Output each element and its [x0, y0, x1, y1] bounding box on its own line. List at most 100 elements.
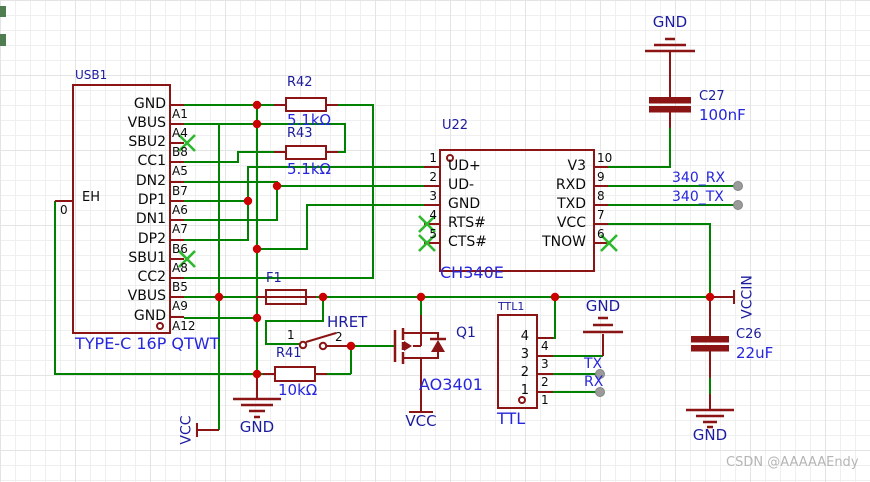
net-label-340tx[interactable]: 340_TX	[672, 189, 724, 205]
hret-label[interactable]: HRET	[327, 313, 368, 331]
ttl-pin-num: 2	[541, 375, 549, 389]
f1-ref[interactable]: F1	[266, 271, 282, 286]
ttl-pin-num: 3	[541, 357, 549, 371]
u22-pin-num: 2	[429, 170, 437, 184]
r41-ref[interactable]: R41	[276, 346, 302, 361]
u22-pin-num: 9	[597, 170, 605, 184]
gnd-top-symbol[interactable]	[645, 37, 695, 53]
vccin-label[interactable]: VCCIN	[739, 275, 756, 319]
wire-v3-c27[interactable]	[608, 128, 671, 168]
c27-ref[interactable]: C27	[699, 89, 725, 104]
u22-pin-name: VCC	[556, 215, 586, 231]
usb-pin-name: DP1	[137, 192, 166, 208]
u22-pin-num: 7	[597, 208, 605, 222]
usb-pin-num: B6	[172, 242, 188, 256]
usb-pin-name: SBU1	[128, 250, 166, 266]
u22-pin-name: UD+	[448, 158, 481, 174]
usb-pin-name: SBU2	[128, 134, 166, 150]
q1-value[interactable]: AO3401	[419, 375, 483, 394]
u22-pin-name: CTS#	[448, 234, 487, 250]
u22-pin-name: V3	[567, 158, 586, 174]
vcc-q1-label[interactable]: VCC	[405, 412, 437, 430]
gnd-right-label[interactable]: GND	[692, 426, 728, 444]
usb-pin-num: A12	[172, 319, 196, 333]
gnd-ttl-symbol[interactable]	[583, 316, 623, 356]
nc-icon-cts	[418, 234, 436, 252]
gnd-left-label[interactable]: GND	[239, 418, 275, 436]
vcc-left-port-symbol[interactable]	[196, 423, 219, 437]
r41-symbol[interactable]	[263, 366, 327, 382]
nc-icon-a8	[178, 250, 196, 268]
u22-pin-num: 8	[597, 189, 605, 203]
wire-shield-eh[interactable]	[54, 201, 257, 375]
u22-pin-name: TNOW	[542, 234, 586, 250]
u22-value[interactable]: CH340E	[440, 263, 504, 282]
usb1-symbol[interactable]	[55, 84, 184, 334]
u22-pin-num: 3	[429, 189, 437, 203]
usb1-ref[interactable]: USB1	[75, 68, 108, 82]
mosfet-arrow	[404, 341, 412, 351]
symbols-red[interactable]	[55, 37, 735, 437]
wire-cc2-r42[interactable]	[184, 104, 374, 279]
watermark: CSDN @AAAAAEndy	[726, 455, 859, 470]
ttl1-ref[interactable]: TTL1	[498, 300, 525, 313]
c27-value[interactable]: 100nF	[699, 106, 746, 124]
gnd-ttl-label[interactable]: GND	[585, 297, 621, 315]
u22-pin-num: 4	[429, 208, 437, 222]
usb-pin-num: A5	[172, 164, 188, 178]
q1-mosfet-symbol[interactable]	[393, 315, 446, 413]
gnd-top-label[interactable]: GND	[652, 13, 688, 31]
u22-pin-num: 1	[429, 151, 437, 165]
hret-switch-symbol[interactable]	[298, 332, 351, 351]
u22-ref[interactable]: U22	[442, 118, 469, 133]
r43-ref[interactable]: R43	[287, 126, 313, 141]
edge-artifact-icons	[0, 6, 6, 46]
u22-pin-num: 5	[429, 227, 437, 241]
usb1-value[interactable]: TYPE-C 16P QTWT	[75, 334, 220, 353]
usb-pin-num: A4	[172, 126, 188, 140]
gnd-right-symbol[interactable]	[686, 408, 734, 429]
u22-pin-name: RXD	[555, 177, 586, 193]
usb-pin-num: A9	[172, 299, 188, 313]
wires-green[interactable]	[54, 104, 738, 430]
nc-icon-rts	[418, 215, 436, 233]
body-diode	[431, 340, 445, 352]
usb-pin-name: DP2	[137, 231, 166, 247]
c26-value[interactable]: 22uF	[736, 344, 774, 362]
nc-icon-tnow	[600, 234, 618, 252]
ttl1-symbol[interactable]	[497, 314, 553, 409]
net-label-340rx[interactable]: 340_RX	[672, 170, 726, 186]
ttl-pin-name: 4	[520, 329, 529, 344]
vcc-left-label[interactable]: VCC	[178, 415, 195, 445]
ttl1-value[interactable]: TTL	[497, 409, 526, 428]
r42-ref[interactable]: R42	[287, 75, 313, 90]
usb-pin-num: B8	[172, 145, 188, 159]
wire-dn[interactable]	[184, 181, 278, 221]
u22-pin-name: GND	[448, 196, 481, 212]
net-label-rx[interactable]: RX	[584, 374, 604, 390]
r43-symbol[interactable]	[274, 145, 338, 160]
wire-ttl-pin4[interactable]	[553, 297, 556, 339]
wire-ch340-vcc[interactable]	[608, 223, 711, 297]
q1-ref[interactable]: Q1	[456, 325, 476, 341]
r41-value[interactable]: 10kΩ	[278, 381, 318, 399]
net-label-tx[interactable]: TX	[584, 356, 603, 372]
c26-ref[interactable]: C26	[736, 327, 762, 342]
ttl-pin-num: 4	[541, 339, 549, 353]
usb-pin-name: GND	[133, 96, 166, 112]
wire-gnd-pin3[interactable]	[257, 204, 424, 250]
wire-cc1[interactable]	[184, 151, 274, 163]
gnd-left-symbol[interactable]	[233, 374, 281, 419]
r42-symbol[interactable]	[274, 97, 338, 112]
c27-symbol[interactable]	[649, 52, 691, 128]
wire-vbus-a4-r43[interactable]	[184, 123, 346, 153]
r43-value[interactable]: 5.1kΩ	[287, 160, 332, 178]
wire-hret-feed[interactable]	[265, 297, 324, 345]
c26-symbol[interactable]	[691, 297, 729, 409]
r42-value[interactable]: 5.1kΩ	[287, 111, 332, 129]
usb-pin-num: B7	[172, 184, 188, 198]
u22-symbol[interactable]	[424, 149, 608, 272]
f1-symbol[interactable]	[256, 289, 316, 305]
usb1-shield-name: EH	[82, 190, 100, 205]
